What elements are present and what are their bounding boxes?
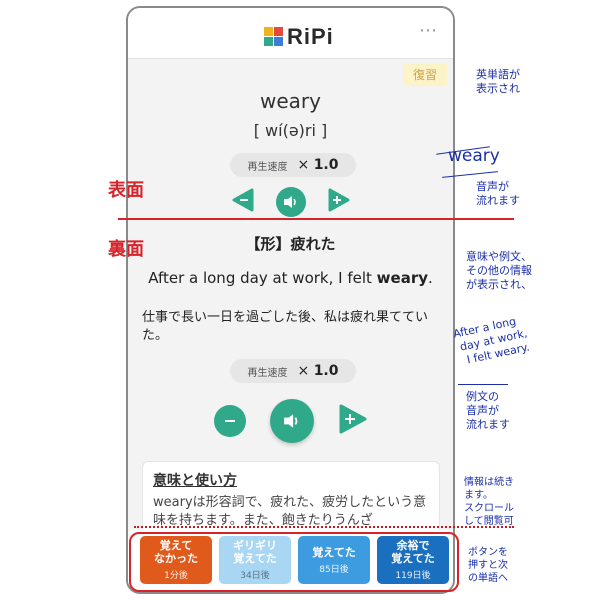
example-sentence-ja: 仕事で長い一日を過ごした後、私は疲れ果てていた。 <box>142 310 429 343</box>
speed-label: 再生速度 <box>247 161 288 173</box>
annotation-handwritten-word: weary <box>448 146 500 166</box>
back-side-label: 裏面 <box>108 239 144 260</box>
play-example-audio-button[interactable] <box>269 399 314 443</box>
speed-up-button[interactable] <box>328 188 350 216</box>
annotation-example-audio: 例文の音声が流れます <box>466 390 510 431</box>
minus-arrow-icon <box>232 188 253 212</box>
annotation-scroll-info: 情報は続きます。スクロールして閲覧可 <box>464 477 514 527</box>
review-badge: 復習 <box>402 63 447 86</box>
app-logo: RiPi <box>264 24 334 50</box>
speed-label: 再生速度 <box>247 367 288 379</box>
playback-speed-front[interactable]: 再生速度 × 1.0 <box>230 153 356 177</box>
speed-down-button[interactable] <box>213 405 246 437</box>
speed-value: × 1.0 <box>297 157 339 173</box>
plus-arrow-icon <box>328 188 349 212</box>
minus-icon <box>224 420 235 422</box>
phone-screen: RiPi ⋯ 復習 weary [ wí(ə)ri ] 再生速度 × 1.0 【… <box>126 6 455 594</box>
answer-button-forgot[interactable]: 覚えてなかった 1分後 <box>140 536 212 584</box>
flashcard-content[interactable]: 復習 weary [ wí(ə)ri ] 再生速度 × 1.0 【形】疲れた A… <box>128 59 453 592</box>
logo-icon <box>264 27 284 47</box>
play-word-audio-button[interactable] <box>275 187 306 217</box>
plus-arrow-icon <box>339 404 366 434</box>
playback-speed-back[interactable]: 再生速度 × 1.0 <box>230 359 356 383</box>
answer-button-bar: 覚えてなかった 1分後 ギリギリ覚えてた 34日後 覚えてた 85日後 余裕で覚… <box>128 530 453 592</box>
example-sentence-en: After a long day at work, I felt weary. <box>148 269 433 287</box>
info-title: 意味と使い方 <box>153 473 237 489</box>
app-header: RiPi ⋯ <box>128 8 453 59</box>
logo-text: RiPi <box>287 24 334 49</box>
more-menu-icon[interactable]: ⋯ <box>419 20 439 41</box>
annotation-stroke <box>458 384 508 385</box>
vocab-word: weary <box>260 89 321 113</box>
annotation-next-word: ボタンを押すと次の単語へ <box>468 547 508 584</box>
annotation-audio-plays: 音声が流れます <box>476 180 520 207</box>
speed-down-button[interactable] <box>232 188 254 216</box>
answer-button-barely[interactable]: ギリギリ覚えてた 34日後 <box>219 536 291 584</box>
speed-up-button[interactable] <box>338 403 368 439</box>
scroll-boundary-line <box>134 526 514 528</box>
speed-value: × 1.0 <box>297 363 339 379</box>
speaker-icon <box>283 196 296 208</box>
speaker-icon <box>283 414 297 428</box>
back-audio-controls <box>128 399 453 443</box>
part-of-speech-meaning: 【形】疲れた <box>245 235 336 253</box>
front-side-label: 表面 <box>108 180 144 201</box>
answer-button-remembered[interactable]: 覚えてた 85日後 <box>298 536 370 584</box>
annotation-meaning-shown: 意味や例文、その他の情報が表示され、 <box>466 250 533 291</box>
info-text: wearyは形容詞で、疲れた、疲労したという意味を持ちます。また、飽きたりうんざ <box>153 495 427 528</box>
answer-button-easy[interactable]: 余裕で覚えてた 119日後 <box>377 536 449 584</box>
front-audio-controls <box>128 187 453 217</box>
front-back-divider <box>118 218 514 220</box>
pronunciation: [ wí(ə)ri ] <box>253 121 328 140</box>
answer-buttons-highlight <box>129 532 459 592</box>
annotation-word-shown: 英単語が表示され <box>476 68 520 95</box>
